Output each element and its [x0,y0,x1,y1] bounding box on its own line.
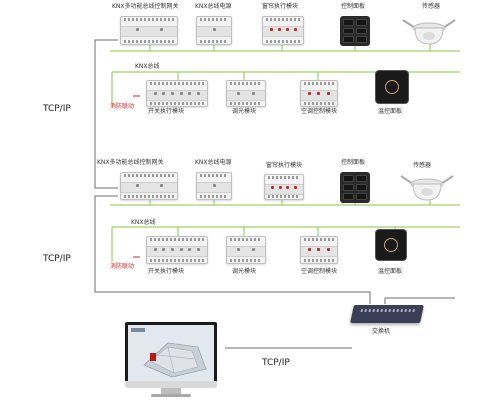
ceiling-sensor-2 [400,175,454,201]
dimmer-label-2: 调光模块 [232,268,257,275]
knx-power-module-1 [196,16,232,45]
tcpip-label-mid: TCP/IP [43,254,71,264]
computer-monitor [125,322,217,398]
fire-label-1: 消防联动 [110,103,135,110]
curtain-label-2: 窗帘执行模块 [266,162,303,169]
switch-module-label-2: 开关执行模块 [148,268,185,275]
curtain-label-1: 窗帘执行模块 [262,3,299,10]
tcpip-trunk-1 [94,39,118,189]
thermostat-panel-2 [375,229,407,261]
fire-label-2: 消防联动 [110,263,135,270]
power-label-2: KNX总线电源 [195,159,232,166]
switch-label: 交换机 [372,328,391,335]
thermostat-label-1: 温控面板 [378,108,403,115]
knx-gateway-module-2 [120,172,178,200]
dimmer-module-1 [226,80,266,107]
gateway-label-1: KNX多功能总线控制网关 [112,3,179,10]
thermostat-label-2: 温控面板 [378,268,403,275]
monitor-screen [125,322,217,384]
panel-label-1: 控制面板 [341,3,366,10]
thermostat-panel-1 [375,70,409,104]
ceiling-sensor-1 [402,19,456,45]
dimmer-module-2 [226,236,266,264]
bus-label-2: KNX总线 [131,219,156,226]
curtain-module-2 [264,174,304,200]
network-switch [350,305,424,323]
sensor-label-2: 传感器 [413,162,432,169]
switch-uplink [384,297,455,304]
monitor-stand [161,388,181,395]
switch-actuator-module-1 [146,80,208,107]
knx-gateway-module-1 [120,16,178,45]
monitor-base [151,394,191,397]
gateway-label-2: KNX多功能总线控制网关 [97,159,164,166]
control-panel-2 [340,172,370,203]
dimmer-label-1: 调光模块 [232,108,257,115]
control-panel-1 [340,16,370,46]
monitor-chin [125,381,217,388]
ac-control-module-1 [300,80,338,107]
bus-label-1: KNX总线 [135,63,160,70]
ac-label-1: 空调控制模块 [301,108,338,115]
panel-label-2: 控制面板 [341,159,366,166]
ac-label-2: 空调控制模块 [301,268,338,275]
switch-actuator-module-2 [146,236,208,264]
switch-module-label-1: 开关执行模块 [148,108,185,115]
tcpip-label-top: TCP/IP [43,104,71,114]
tcpip-trunk-2 [94,195,371,304]
sensor-label-1: 传感器 [422,3,441,10]
ac-control-module-2 [300,236,338,264]
knx-power-module-2 [196,172,232,200]
floorplan-screen-image [128,325,214,381]
power-label-1: KNX总线电源 [195,3,232,10]
curtain-module-1 [262,16,304,45]
tcpip-label-bottom: TCP/IP [262,358,290,368]
